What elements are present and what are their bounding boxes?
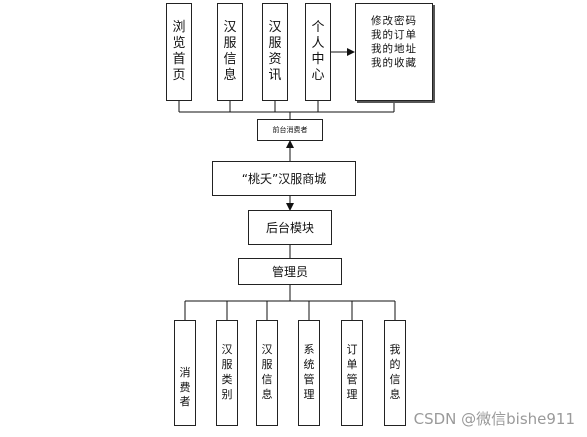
module-hanfu-info: 汉服信息: [217, 3, 243, 101]
module-hanfu-news-label: 汉服资讯: [268, 20, 282, 83]
module-my-info: 我的信息: [384, 320, 406, 426]
mall-title-box: “桃夭”汉服商城: [212, 161, 356, 196]
feature-my-favorites: 我的收藏: [371, 57, 417, 70]
admin-box: 管理员: [238, 258, 342, 285]
feature-my-orders: 我的订单: [371, 28, 417, 41]
module-hanfu-category-label: 汉服类别: [221, 343, 233, 401]
module-order-management-label: 订单管理: [346, 343, 358, 401]
module-browse-home-label: 浏览首页: [172, 20, 186, 83]
module-personal-center-label: 个人中心: [311, 20, 325, 83]
frontend-consumer-label: 前台消费者: [272, 126, 308, 134]
csdn-watermark: CSDN @微信bishe911: [413, 410, 575, 428]
module-consumer-label: 消费者: [179, 365, 191, 409]
backend-module-label: 后台模块: [265, 221, 314, 235]
module-hanfu-category: 汉服类别: [216, 320, 238, 426]
module-order-management: 订单管理: [341, 320, 363, 426]
module-hanfu-info-admin-label: 汉服信息: [261, 343, 273, 401]
feature-my-address: 我的地址: [371, 43, 417, 55]
admin-label: 管理员: [271, 265, 308, 279]
module-system-management: 系统管理: [298, 320, 320, 426]
feature-change-password: 修改密码: [371, 14, 417, 27]
module-my-info-label: 我的信息: [389, 343, 401, 401]
module-browse-home: 浏览首页: [166, 3, 192, 101]
module-hanfu-news: 汉服资讯: [262, 3, 288, 101]
mall-title: “桃夭”汉服商城: [241, 172, 327, 186]
module-system-management-label: 系统管理: [303, 343, 315, 401]
backend-module-box: 后台模块: [248, 210, 332, 245]
module-hanfu-info-label: 汉服信息: [223, 20, 237, 83]
module-personal-center: 个人中心: [305, 3, 331, 101]
personal-center-features: 修改密码 我的订单 我的地址 我的收藏: [355, 3, 433, 101]
frontend-consumer-box: 前台消费者: [257, 119, 323, 141]
module-hanfu-info-admin: 汉服信息: [256, 320, 278, 426]
module-consumer: 消费者: [174, 320, 196, 426]
